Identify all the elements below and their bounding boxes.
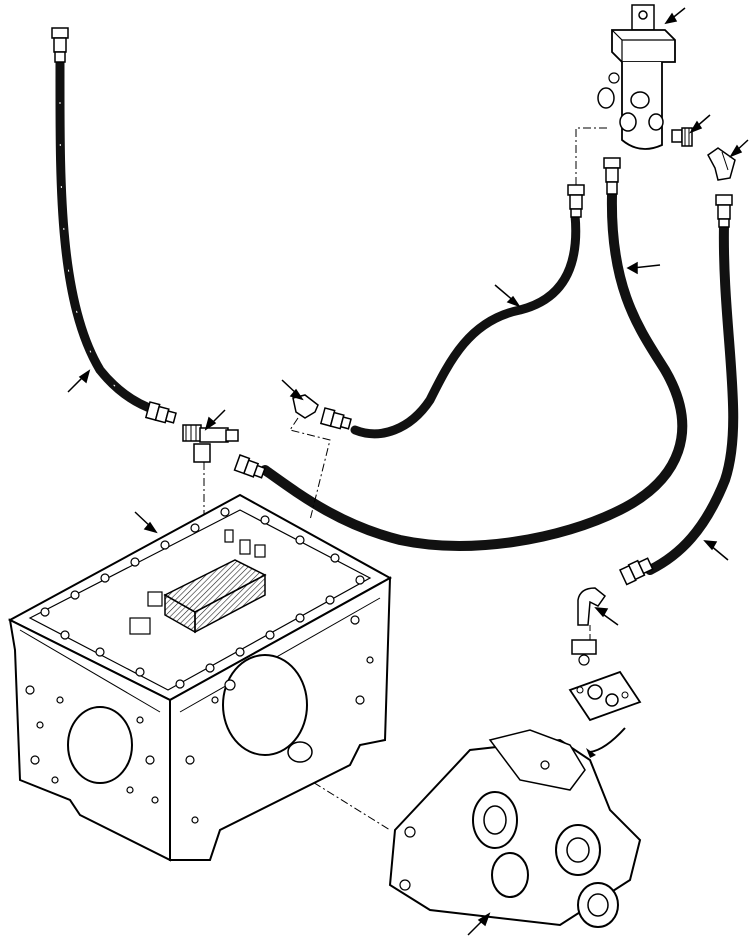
hose-lower-right	[619, 194, 739, 586]
callout-arrow-hose-left	[67, 369, 91, 393]
callout-arrow-elbow-right	[729, 139, 749, 158]
callout-arrow-hose-long-right	[626, 261, 661, 275]
callout-arrow-valve-top	[664, 7, 686, 25]
hose-center	[319, 184, 585, 439]
callout-arrow-fitting-mid	[689, 114, 711, 134]
callout-arrow-hose-center	[494, 284, 521, 308]
callout-arrow-elbow-lower	[594, 607, 619, 626]
housing-body	[7, 493, 393, 862]
callout-arrow-housing-cover	[134, 511, 158, 534]
small-fitting-lower	[571, 639, 597, 666]
valve-assembly	[597, 4, 676, 150]
callout-arrow-elbow-small	[281, 379, 304, 401]
fitting-mid	[671, 127, 693, 147]
elbow-right	[707, 147, 736, 181]
callout-arrows	[67, 7, 749, 936]
pump-assembly	[388, 729, 642, 928]
callout-arrow-hose-lower-right	[703, 540, 729, 561]
mount-plate	[568, 670, 642, 722]
callout-arrow-pump	[467, 912, 491, 936]
elbow-small	[292, 394, 319, 419]
callout-arrow-tee	[204, 409, 226, 431]
tee-fitting	[182, 424, 239, 463]
valve-block	[129, 529, 267, 635]
hose-long-right	[233, 157, 688, 551]
hose-left	[51, 27, 177, 424]
elbow-lower	[577, 587, 607, 626]
